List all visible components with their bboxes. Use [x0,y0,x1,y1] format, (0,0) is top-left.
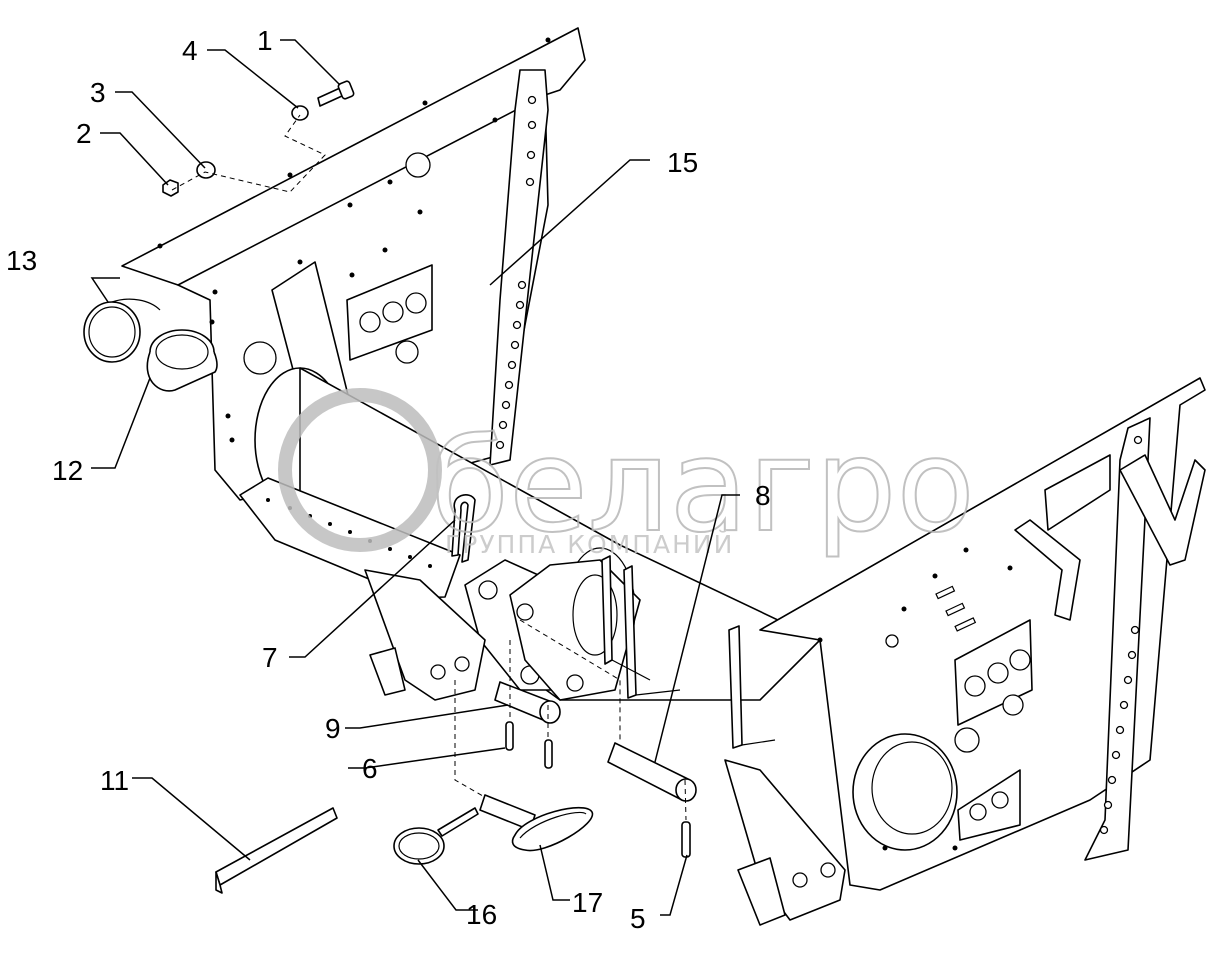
lower-right-arm [724,759,846,926]
callouts: 1 2 3 4 5 6 7 8 9 11 12 13 15 16 17 [6,25,771,934]
watermark-logo [278,388,442,552]
callout-9: 9 [325,713,341,744]
watermark-brand: белагро [430,412,975,561]
callout-11: 11 [100,765,129,796]
callout-17: 17 [572,887,603,918]
watermark-tagline: ГРУППА КОМПАНИЙ [445,530,734,559]
callout-12: 12 [52,455,83,486]
sleeve [146,329,218,392]
roll-pin-5 [681,821,691,858]
pin-lower [607,742,697,802]
roll-pin-6b [544,739,553,769]
callout-15: 15 [667,147,698,178]
flat-washer [196,161,216,179]
right-frame-plate [759,377,1206,891]
bolt [317,80,355,107]
hose-clamp [83,298,161,363]
lock-washer [291,105,309,121]
pin-upper [494,681,561,724]
lower-left-arm [364,569,486,701]
callout-4: 4 [182,35,198,66]
strip-profile [215,807,338,894]
callout-5: 5 [630,903,646,934]
leader-lines [90,39,740,916]
roll-pin-6a [505,721,514,751]
lock-pin [479,794,593,852]
tube-brackets [601,555,776,749]
hook-clip [451,494,476,563]
callout-8: 8 [755,480,771,511]
watermark: белагро ГРУППА КОМПАНИЙ [278,388,976,562]
callout-1: 1 [257,25,273,56]
callout-6: 6 [362,753,378,784]
ring-cotter [393,807,479,865]
callout-13: 13 [6,245,37,276]
callout-7: 7 [262,642,278,673]
left-frame-plate [121,27,586,501]
callout-3: 3 [90,77,106,108]
callout-16: 16 [466,899,497,930]
callout-2: 2 [76,118,92,149]
